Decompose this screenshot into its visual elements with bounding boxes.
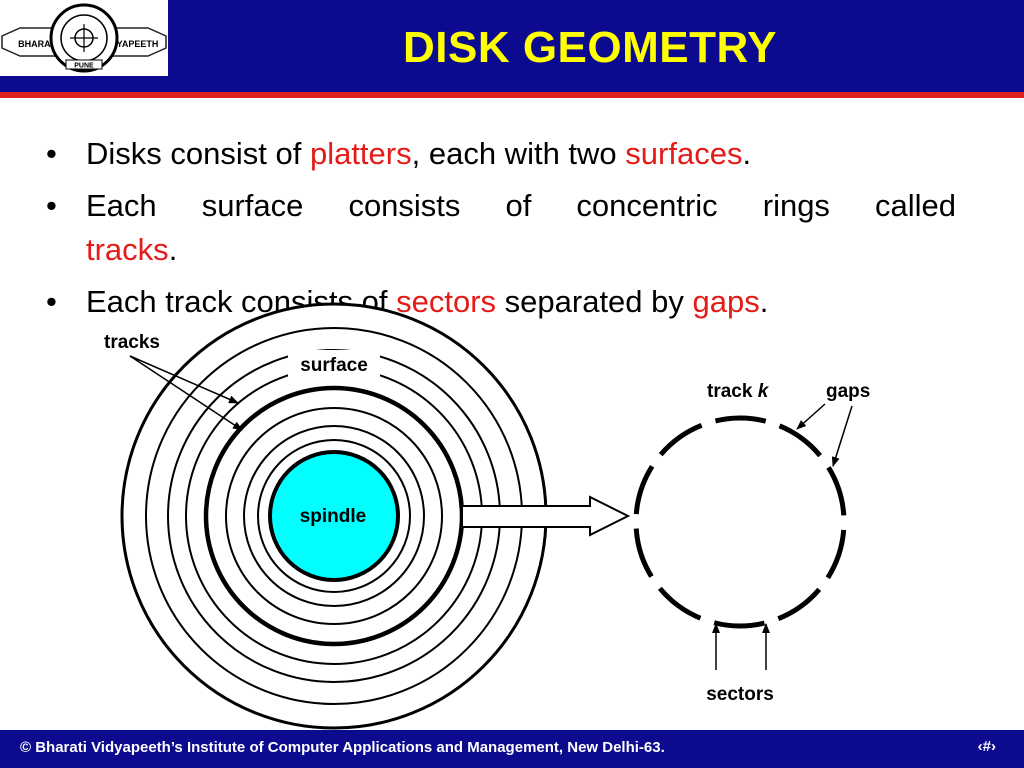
footer-bar: © Bharati Vidyapeeth’s Institute of Comp…	[0, 730, 1024, 768]
term-tracks: tracks	[86, 232, 169, 267]
logo-left-text: BHARATI	[18, 39, 58, 49]
bullet-dot: •	[46, 136, 57, 171]
bullet-text: Disks consist of	[86, 136, 310, 171]
bullet-text: .	[168, 232, 178, 267]
footer-copyright: © Bharati Vidyapeeth’s Institute of Comp…	[20, 739, 665, 756]
spindle-label: spindle	[300, 506, 367, 527]
surface-label: surface	[300, 355, 368, 376]
bullet-dot: •	[46, 188, 57, 223]
term-platters: platters	[309, 136, 412, 171]
term-gaps: gaps	[692, 284, 760, 319]
header-bar: BHARATI VIDYAPEETH PUNE DISK GEOMETRY	[0, 0, 1024, 92]
inner-tracks	[225, 407, 443, 625]
gaps-label: gaps	[826, 381, 870, 402]
gap-pointer-arrow	[831, 405, 853, 467]
tracks-pointer-arrow	[129, 355, 243, 431]
disk-geometry-diagram: spindle surface tracks track k gaps sect…	[96, 302, 871, 730]
logo-right-text: VIDYAPEETH	[102, 39, 159, 49]
bullet-text: separated by	[496, 284, 693, 319]
sectors-label: sectors	[706, 684, 774, 705]
bullet-text: .	[742, 136, 752, 171]
tracks-label: tracks	[104, 332, 160, 353]
bullet-item: • Each surface consists of concentric ri…	[44, 184, 956, 272]
tracks-label-bg	[96, 330, 168, 354]
track-k-label: track k	[707, 381, 770, 402]
slide-number: ‹#›	[977, 738, 996, 755]
bullet-dot: •	[46, 284, 57, 319]
zoom-arrow	[461, 495, 631, 537]
bullet-text: , each with two	[411, 136, 626, 171]
term-surfaces: surfaces	[625, 136, 743, 171]
track-k-ring	[633, 415, 847, 629]
surface-label-bg	[288, 350, 380, 378]
spindle	[268, 450, 400, 582]
header-divider	[0, 92, 1024, 98]
track-k-sectors	[633, 415, 847, 629]
slide-title: DISK GEOMETRY	[402, 23, 777, 72]
bullet-list: • Disks consist of platters, each with t…	[44, 132, 956, 332]
gap-pointer-arrow	[796, 403, 826, 430]
bullet-item: • Disks consist of platters, each with t…	[44, 132, 956, 176]
logo-bottom-text: PUNE	[74, 63, 94, 70]
tracks-pointer-arrow	[129, 355, 239, 404]
institution-logo: BHARATI VIDYAPEETH PUNE	[0, 0, 168, 76]
bullet-text: Each surface consists of concentric ring…	[86, 188, 956, 223]
bullet-text: .	[759, 284, 769, 319]
term-sectors: sectors	[396, 284, 497, 319]
